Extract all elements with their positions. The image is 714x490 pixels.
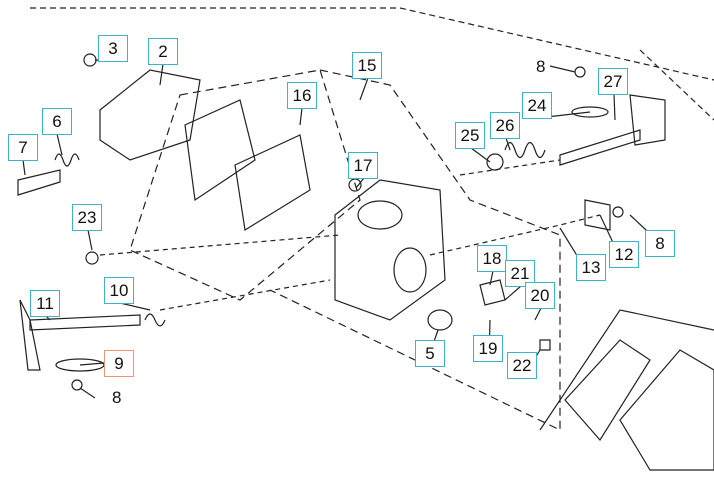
- callout-16[interactable]: 16: [287, 82, 317, 109]
- callout-17[interactable]: 17: [348, 152, 378, 179]
- plain-label-8-bottom: 8: [112, 388, 122, 407]
- callout-number: 20: [530, 285, 550, 305]
- callout-8[interactable]: 8: [645, 230, 675, 257]
- callout-5[interactable]: 5: [415, 340, 445, 367]
- callout-26[interactable]: 26: [490, 112, 520, 139]
- callout-18[interactable]: 18: [477, 245, 507, 272]
- callout-number: 15: [357, 55, 377, 75]
- callout-number: 21: [510, 263, 530, 283]
- callout-number: 6: [52, 111, 62, 131]
- callout-number: 17: [353, 155, 373, 175]
- callout-number: 19: [478, 338, 498, 358]
- callout-number: 23: [77, 207, 97, 227]
- callout-15[interactable]: 15: [352, 52, 382, 79]
- callout-number: 25: [460, 125, 480, 145]
- callout-number: 22: [512, 355, 532, 375]
- callout-19[interactable]: 19: [473, 335, 503, 362]
- callout-number: 12: [614, 244, 634, 264]
- callout-11[interactable]: 11: [30, 290, 60, 317]
- callout-number: 2: [158, 41, 168, 61]
- callout-3[interactable]: 3: [98, 35, 128, 62]
- callout-number: 5: [425, 343, 435, 363]
- callout-number: 27: [603, 71, 623, 91]
- callout-6[interactable]: 6: [42, 108, 72, 135]
- callout-27[interactable]: 27: [598, 68, 628, 95]
- callout-9-highlighted[interactable]: 9: [104, 350, 134, 377]
- callout-number: 9: [114, 353, 124, 373]
- callout-number: 18: [482, 248, 502, 268]
- callout-number: 26: [495, 115, 515, 135]
- callout-7[interactable]: 7: [8, 134, 38, 161]
- callout-number: 7: [18, 137, 28, 157]
- callout-number: 24: [527, 95, 547, 115]
- callout-25[interactable]: 25: [455, 122, 485, 149]
- callout-21[interactable]: 21: [505, 260, 535, 287]
- callout-24[interactable]: 24: [522, 92, 552, 119]
- callout-10[interactable]: 10: [104, 277, 134, 304]
- callout-13[interactable]: 13: [576, 254, 606, 281]
- callout-2[interactable]: 2: [148, 38, 178, 65]
- callout-number: 10: [109, 280, 129, 300]
- callout-number: 13: [581, 257, 601, 277]
- callout-23[interactable]: 23: [72, 204, 102, 231]
- callout-number: 11: [36, 293, 54, 313]
- callout-12[interactable]: 12: [609, 241, 639, 268]
- callout-number: 8: [655, 233, 665, 253]
- callout-number: 16: [292, 85, 312, 105]
- callout-20[interactable]: 20: [525, 282, 555, 309]
- callout-22[interactable]: 22: [507, 352, 537, 379]
- callout-number: 3: [108, 38, 118, 58]
- plain-label-8-top: 8: [536, 57, 546, 76]
